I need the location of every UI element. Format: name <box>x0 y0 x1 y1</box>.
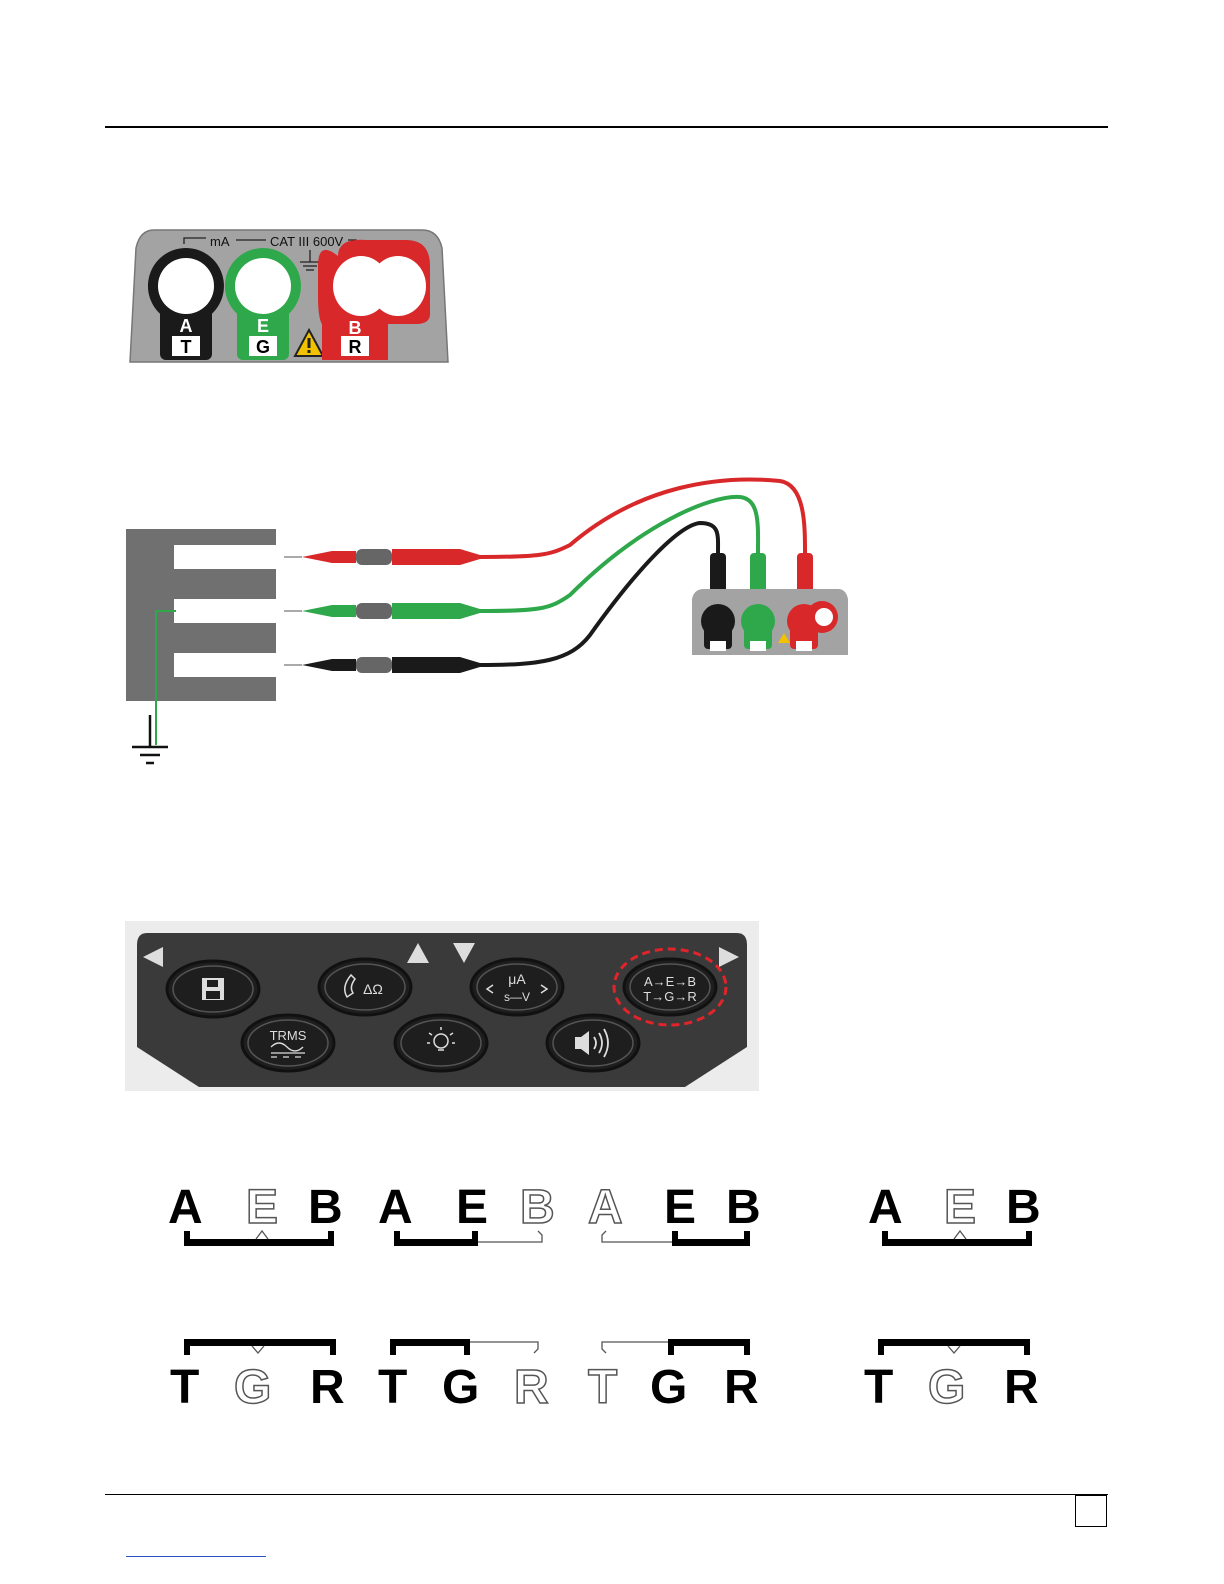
letter-g: G <box>928 1361 965 1414</box>
swap-line1-label: A→E→B <box>644 974 696 989</box>
letter-a: A <box>588 1181 623 1234</box>
sequence-top-3: A E B <box>588 1181 761 1246</box>
letter-e: E <box>664 1181 696 1234</box>
letter-e: E <box>944 1181 976 1234</box>
letter-a: A <box>168 1181 203 1234</box>
save-button[interactable] <box>167 961 259 1017</box>
test-leads-figure <box>120 465 860 775</box>
terminal-r-label: R <box>349 337 362 357</box>
letter-b: B <box>520 1181 555 1234</box>
letter-t: T <box>170 1361 199 1414</box>
s-v-label: s—V <box>504 990 530 1004</box>
sequence-bottom-3: T G R <box>588 1339 759 1414</box>
sequence-top-2: A E B <box>378 1181 555 1246</box>
letter-t: T <box>588 1361 617 1414</box>
sequence-bottom-row: T G R T G R T G R T G R <box>160 1335 1060 1415</box>
header-rule <box>105 126 1108 128</box>
microamp-voltage-button[interactable]: μA s—V <box>471 959 563 1015</box>
terminal-g-label: G <box>256 337 270 357</box>
letter-e: E <box>456 1181 488 1234</box>
letter-t: T <box>864 1361 893 1414</box>
sequence-top-row: A E B A E B A E B A E B <box>160 1175 1060 1255</box>
continuity-ohm-button[interactable]: ΔΩ <box>319 959 411 1015</box>
letter-e: E <box>246 1181 278 1234</box>
letter-b: B <box>726 1181 761 1234</box>
trms-label: TRMS <box>270 1028 307 1043</box>
page-number-box <box>1075 1495 1107 1527</box>
trms-button[interactable]: TRMS <box>242 1015 334 1071</box>
terminal-e-label: E <box>257 316 269 336</box>
sound-button[interactable] <box>547 1015 639 1071</box>
red-probe <box>284 479 805 565</box>
ohm-label: ΔΩ <box>363 981 383 997</box>
letter-a: A <box>378 1181 413 1234</box>
floppy-disk-icon <box>202 978 224 1000</box>
ma-label: mA <box>210 234 230 249</box>
backlight-button[interactable] <box>395 1015 487 1071</box>
letter-t: T <box>378 1361 407 1414</box>
letter-b: B <box>308 1181 343 1234</box>
cat-label: CAT III 600V <box>270 234 344 249</box>
sequence-bottom-1: T G R <box>170 1339 345 1414</box>
sequence-bottom-4: T G R <box>864 1339 1039 1414</box>
black-probe <box>284 523 718 673</box>
terminal-b-label: B <box>349 318 362 338</box>
terminal-panel-figure: mA CAT III 600V A T E G B <box>126 226 452 368</box>
footer-rule <box>105 1494 1108 1495</box>
keypad-figure: ΔΩ μA s—V A→E→B T→G→R TRMS <box>125 921 759 1091</box>
letter-g: G <box>234 1361 271 1414</box>
letter-b: B <box>1006 1181 1041 1234</box>
terminal-a-label: A <box>180 316 193 336</box>
sequence-bottom-2: T G R <box>378 1339 549 1414</box>
letter-r: R <box>310 1361 345 1414</box>
sequence-top-1: A E B <box>168 1181 343 1246</box>
letter-r: R <box>724 1361 759 1414</box>
letter-r: R <box>1004 1361 1039 1414</box>
earth-ground-icon <box>132 715 168 763</box>
sequence-top-4: A E B <box>868 1181 1041 1246</box>
terminal-t-label: T <box>181 337 192 357</box>
letter-g: G <box>442 1361 479 1414</box>
letter-r: R <box>514 1361 549 1414</box>
footer-link-underline[interactable] <box>126 1556 266 1557</box>
letter-g: G <box>650 1361 687 1414</box>
swap-line2-label: T→G→R <box>643 989 696 1004</box>
letter-a: A <box>868 1181 903 1234</box>
microamp-label: μA <box>508 971 526 987</box>
